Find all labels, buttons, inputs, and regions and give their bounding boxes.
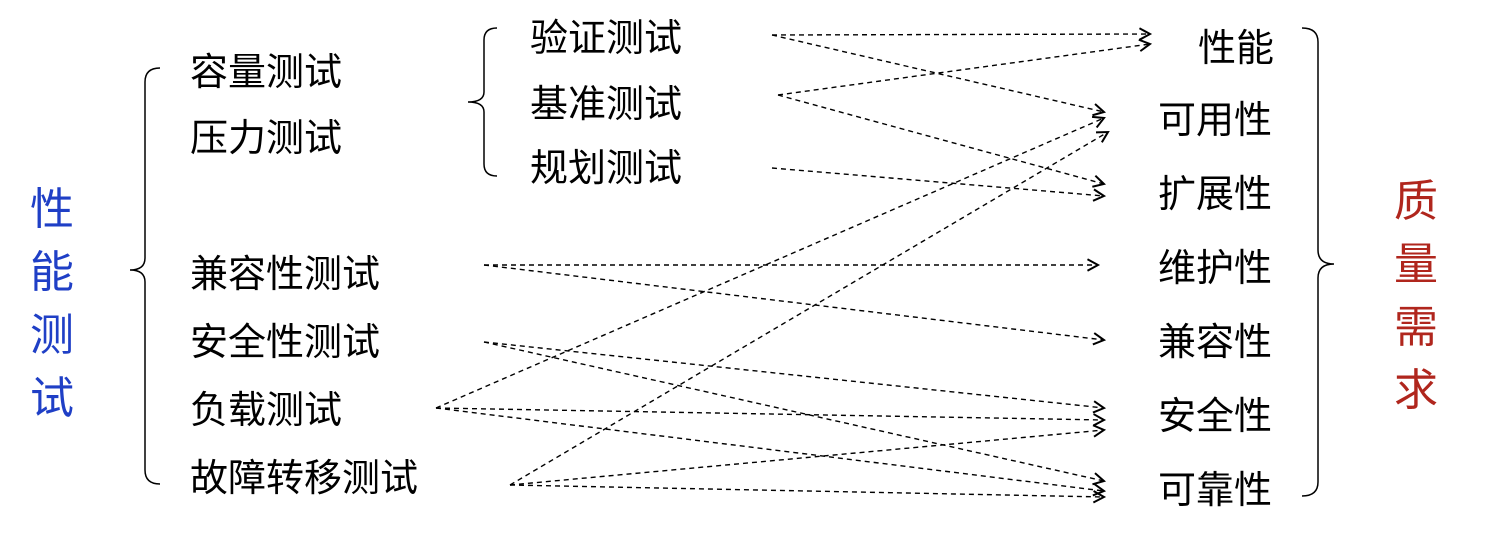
arrowhead-security-to-reliability (1092, 472, 1107, 486)
arrowhead-compatibility-to-compatibility (1092, 332, 1107, 346)
left-title-char: 性 (30, 184, 74, 235)
test-stress: 压力测试 (190, 116, 343, 160)
subtest-planning: 规划测试 (530, 146, 683, 190)
link-validation-to-performance (771, 33, 1151, 36)
link-compatibility-to-compatibility (483, 264, 1105, 341)
right-title-char: 需 (1394, 302, 1438, 353)
subtest-brace (467, 27, 498, 177)
arrowhead-load-to-security (1092, 413, 1107, 427)
test-compatibility: 兼容性测试 (190, 252, 381, 296)
right-title: 质 量 需 求 (1390, 170, 1442, 422)
link-planning-to-scalability (771, 167, 1105, 197)
left-brace (129, 67, 161, 485)
arrowhead-security-to-security (1092, 400, 1107, 414)
arrowhead-benchmark-to-performance (1138, 38, 1153, 52)
right-brace (1301, 27, 1335, 497)
subtest-validation: 验证测试 (530, 16, 683, 60)
left-title-char: 测 (30, 310, 74, 361)
link-failover-to-availability (509, 131, 1109, 486)
link-failover-to-reliability (509, 484, 1105, 498)
quality-scalability: 扩展性 (1158, 172, 1273, 216)
quality-reliability: 可靠性 (1158, 468, 1273, 512)
subtest-benchmark: 基准测试 (530, 82, 683, 126)
test-security: 安全性测试 (190, 320, 381, 364)
right-title-char: 量 (1394, 239, 1438, 290)
test-load: 负载测试 (190, 388, 343, 432)
link-load-to-reliability (435, 407, 1105, 492)
test-capacity: 容量测试 (190, 50, 343, 94)
link-load-to-availability (435, 117, 1105, 409)
link-benchmark-to-scalability (777, 94, 1105, 185)
quality-availability: 可用性 (1158, 98, 1273, 142)
arrowhead-failover-to-reliability (1092, 490, 1107, 504)
link-security-to-security (483, 341, 1105, 409)
link-validation-to-availability (771, 34, 1105, 113)
quality-security: 安全性 (1158, 394, 1273, 438)
right-title-char: 求 (1394, 365, 1438, 416)
arrowhead-compatibility-to-maintainability (1086, 258, 1101, 272)
link-benchmark-to-performance (777, 43, 1151, 96)
arrowhead-failover-to-security (1092, 424, 1107, 438)
right-title-char: 质 (1394, 176, 1438, 227)
left-title-char: 能 (30, 247, 74, 298)
arrowhead-validation-to-availability (1092, 103, 1107, 117)
link-load-to-security (435, 407, 1105, 421)
arrowhead-planning-to-scalability (1092, 188, 1107, 202)
arrowhead-validation-to-performance (1138, 27, 1153, 41)
link-failover-to-security (509, 429, 1105, 486)
quality-compatibility: 兼容性 (1158, 320, 1273, 364)
quality-maintainability: 维护性 (1158, 246, 1273, 290)
arrowhead-load-to-availability (1091, 115, 1106, 129)
arrowhead-failover-to-availability (1095, 130, 1110, 143)
left-title: 性 能 测 试 (26, 178, 78, 430)
left-title-char: 试 (30, 373, 74, 424)
test-failover: 故障转移测试 (190, 456, 419, 500)
quality-performance: 性能 (1198, 26, 1275, 70)
link-security-to-reliability (483, 341, 1105, 482)
arrowhead-benchmark-to-scalability (1092, 174, 1107, 188)
arrowhead-load-to-reliability (1092, 483, 1107, 497)
